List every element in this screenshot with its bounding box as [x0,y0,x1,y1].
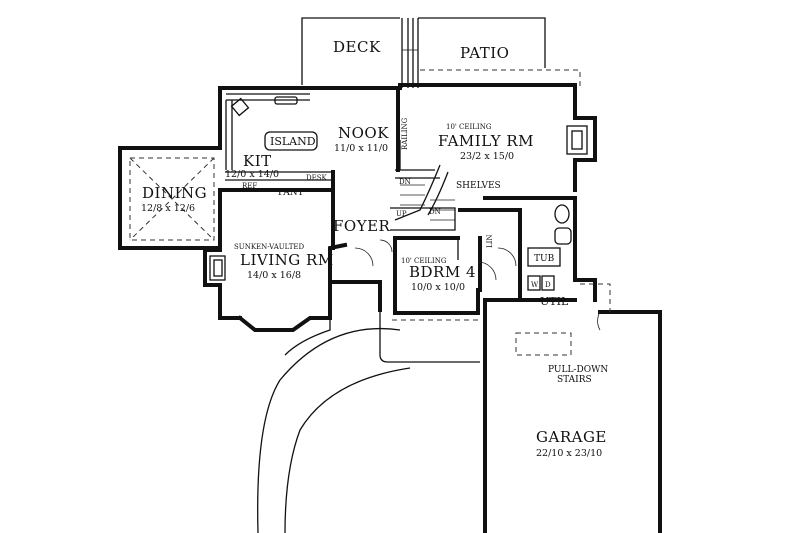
island-label: ISLAND [270,135,316,148]
kitchen-island [264,131,318,151]
family-fireplace [566,125,588,155]
entry-walkway [257,310,480,533]
stair-up-label: UP [396,210,407,218]
family-ceiling-note: 10' CEILING [446,123,492,131]
bedroom4-label: BDRM 4 [409,263,476,281]
pull-down-stairs-label-1: PULL-DOWN [548,365,608,375]
garage-driveway-edge [580,283,611,312]
garage-dims: 22/10 x 23/10 [536,448,602,459]
family-room-dims: 23/2 x 15/0 [460,151,514,162]
pantry-label: PANT [278,188,304,198]
living-room-dims: 14/0 x 16/8 [247,270,301,281]
exterior-walls [118,83,662,533]
dining-label: DINING [142,184,207,202]
deck-label: DECK [333,38,381,56]
dining-dims: 12/8 x 12/6 [141,203,195,214]
dining-tray-ceiling [129,157,215,241]
stair-down-label-upper: DN [399,178,411,186]
bedroom4-ceiling-note: 10' CEILING [401,257,447,265]
stair-down-label: DN [429,208,441,216]
bathroom-fixtures [527,204,572,291]
dryer-label: D [545,281,551,289]
doors [354,239,601,331]
pull-down-stairs-label-2: STAIRS [557,375,592,385]
living-room-label: LIVING RM [240,251,334,269]
kitchen-dims: 12/0 x 14/0 [225,169,279,180]
washer-label: W [531,281,539,289]
nook-label: NOOK [338,124,389,142]
family-room-label: FAMILY RM [438,132,534,150]
kitchen-label: KIT [243,152,272,170]
patio-label: PATIO [460,44,509,62]
garage-pull-down-stairs-outline [515,332,572,356]
bedroom4-dims: 10/0 x 10/0 [411,282,465,293]
deck-area [301,17,581,90]
living-fireplace [209,255,226,281]
refrigerator-label: REF [242,182,257,190]
tub-label: TUB [534,254,555,264]
railing-label: RAILING [401,117,409,150]
nook-dims: 11/0 x 11/0 [334,143,388,154]
desk-label: DESK [306,174,328,182]
shelves-label: SHELVES [456,181,501,191]
linen-closet-label: LIN [486,234,494,248]
garage-label: GARAGE [536,428,607,446]
kitchen-sink [230,96,298,117]
foyer-label: FOYER [333,217,391,235]
utility-label: UTIL [540,295,569,308]
stairs [390,140,456,231]
living-note: SUNKEN-VAULTED [234,243,305,251]
